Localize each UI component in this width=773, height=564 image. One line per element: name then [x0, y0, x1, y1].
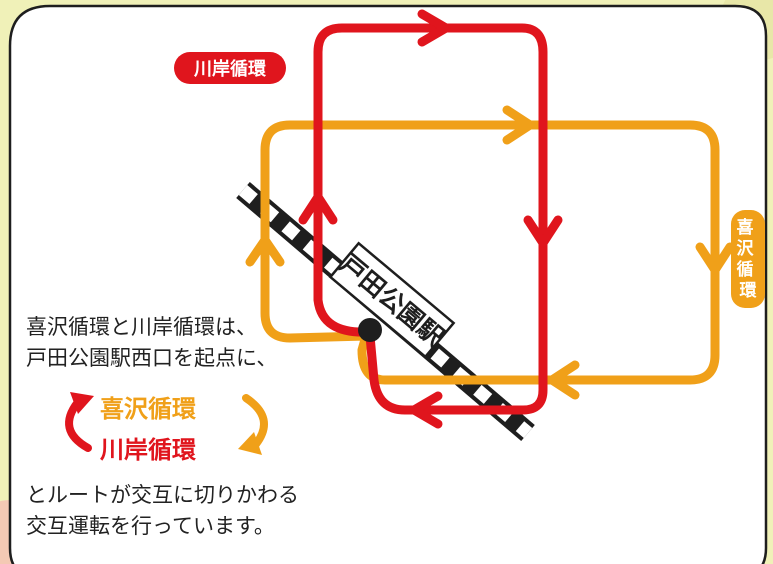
arrow-up-icon: [245, 235, 285, 267]
kawagishi-badge-text: 川岸循環: [193, 58, 267, 80]
kisawa-badge: 喜 沢 循 環: [731, 210, 765, 308]
arrow-right-icon: [502, 105, 535, 145]
kisawa-badge-text: 喜 沢 循 環: [737, 218, 760, 301]
arrow-down-icon: [695, 242, 735, 275]
kawagishi-badge: 川岸循環: [174, 52, 286, 84]
caption-top: 喜沢循環と川岸循環は、 戸田公園駅西口を起点に、: [26, 312, 277, 374]
kisawa-loop: [245, 105, 735, 400]
arrow-up-icon: [298, 192, 338, 225]
legend-cycle: [65, 392, 268, 455]
arrow-left-icon: [409, 391, 443, 429]
arrow-down-icon: [523, 215, 563, 248]
arrow-left-icon: [547, 360, 580, 400]
legend-kawagishi: 川岸循環: [100, 436, 196, 464]
caption-line-3: とルートが交互に切りかわる: [26, 483, 299, 507]
legend-kisawa: 喜沢循環: [100, 395, 196, 423]
caption-line-4: 交互運転を行っています。: [26, 514, 275, 538]
arrow-head-icon: [70, 392, 94, 414]
caption-line-2: 戸田公園駅西口を起点に、: [26, 346, 278, 370]
caption-bottom: とルートが交互に切りかわる 交互運転を行っています。: [26, 480, 299, 542]
arrow-head-icon: [238, 432, 262, 455]
caption-line-1: 喜沢循環と川岸循環は、: [26, 315, 257, 339]
cycle-arrow-red: [65, 398, 92, 452]
cycle-arrow-orange: [242, 394, 268, 448]
departure-point: [358, 318, 382, 342]
kawagishi-loop: [298, 9, 563, 429]
arrow-right-icon: [417, 9, 451, 47]
